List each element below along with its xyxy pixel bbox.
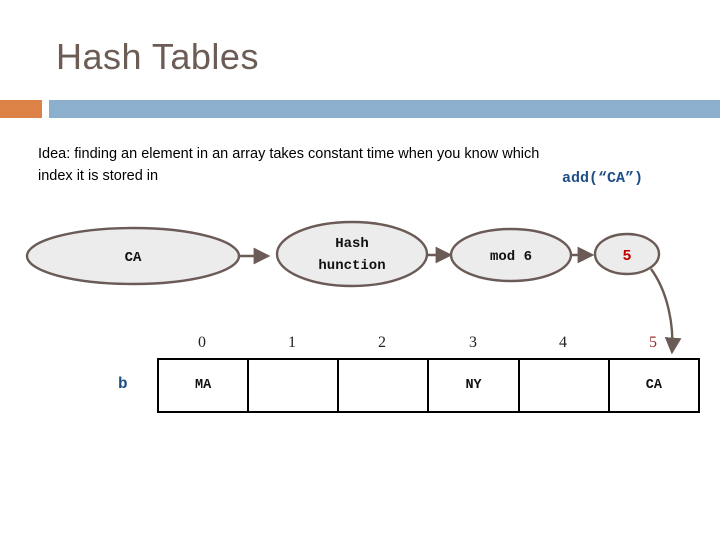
- array-cell-5[interactable]: CA: [607, 358, 701, 413]
- idea-paragraph: Idea: finding an element in an array tak…: [38, 146, 540, 184]
- array-table-wrapper: MA NY CA: [156, 358, 701, 413]
- node-mod-ellipse: [449, 227, 573, 283]
- array-cell-1[interactable]: [247, 358, 340, 413]
- node-hash-label-line1: Hash: [335, 236, 369, 252]
- accent-bar-orange: [0, 100, 42, 118]
- arrow-result-to-cell: [650, 268, 682, 355]
- node-input-ellipse: [25, 226, 241, 286]
- node-result-ellipse: [593, 232, 661, 276]
- array-index-3: 3: [469, 334, 477, 351]
- array-index-4: 4: [559, 334, 567, 351]
- table-row: MA NY CA: [156, 358, 701, 413]
- accent-bar-blue: [49, 100, 720, 118]
- array-index-5: 5: [649, 334, 657, 351]
- page-title: Hash Tables: [56, 36, 259, 77]
- node-hash-label-line2: hunction: [318, 258, 385, 274]
- node-result-label: 5: [622, 248, 631, 265]
- array-index-2: 2: [378, 334, 386, 351]
- node-mod-label: mod 6: [490, 249, 532, 265]
- array-cell-0[interactable]: MA: [156, 358, 250, 413]
- array-variable-label: b: [118, 375, 128, 393]
- array-cell-2[interactable]: [337, 358, 430, 413]
- array-cell-4[interactable]: [517, 358, 610, 413]
- array-index-1: 1: [288, 334, 296, 351]
- node-hash-ellipse: [275, 220, 429, 288]
- array-index-0: 0: [198, 334, 206, 351]
- array-table: MA NY CA: [156, 358, 701, 413]
- add-call-annotation: add(“CA”): [562, 170, 644, 187]
- array-cell-3[interactable]: NY: [427, 358, 520, 413]
- node-input-label: CA: [125, 250, 142, 266]
